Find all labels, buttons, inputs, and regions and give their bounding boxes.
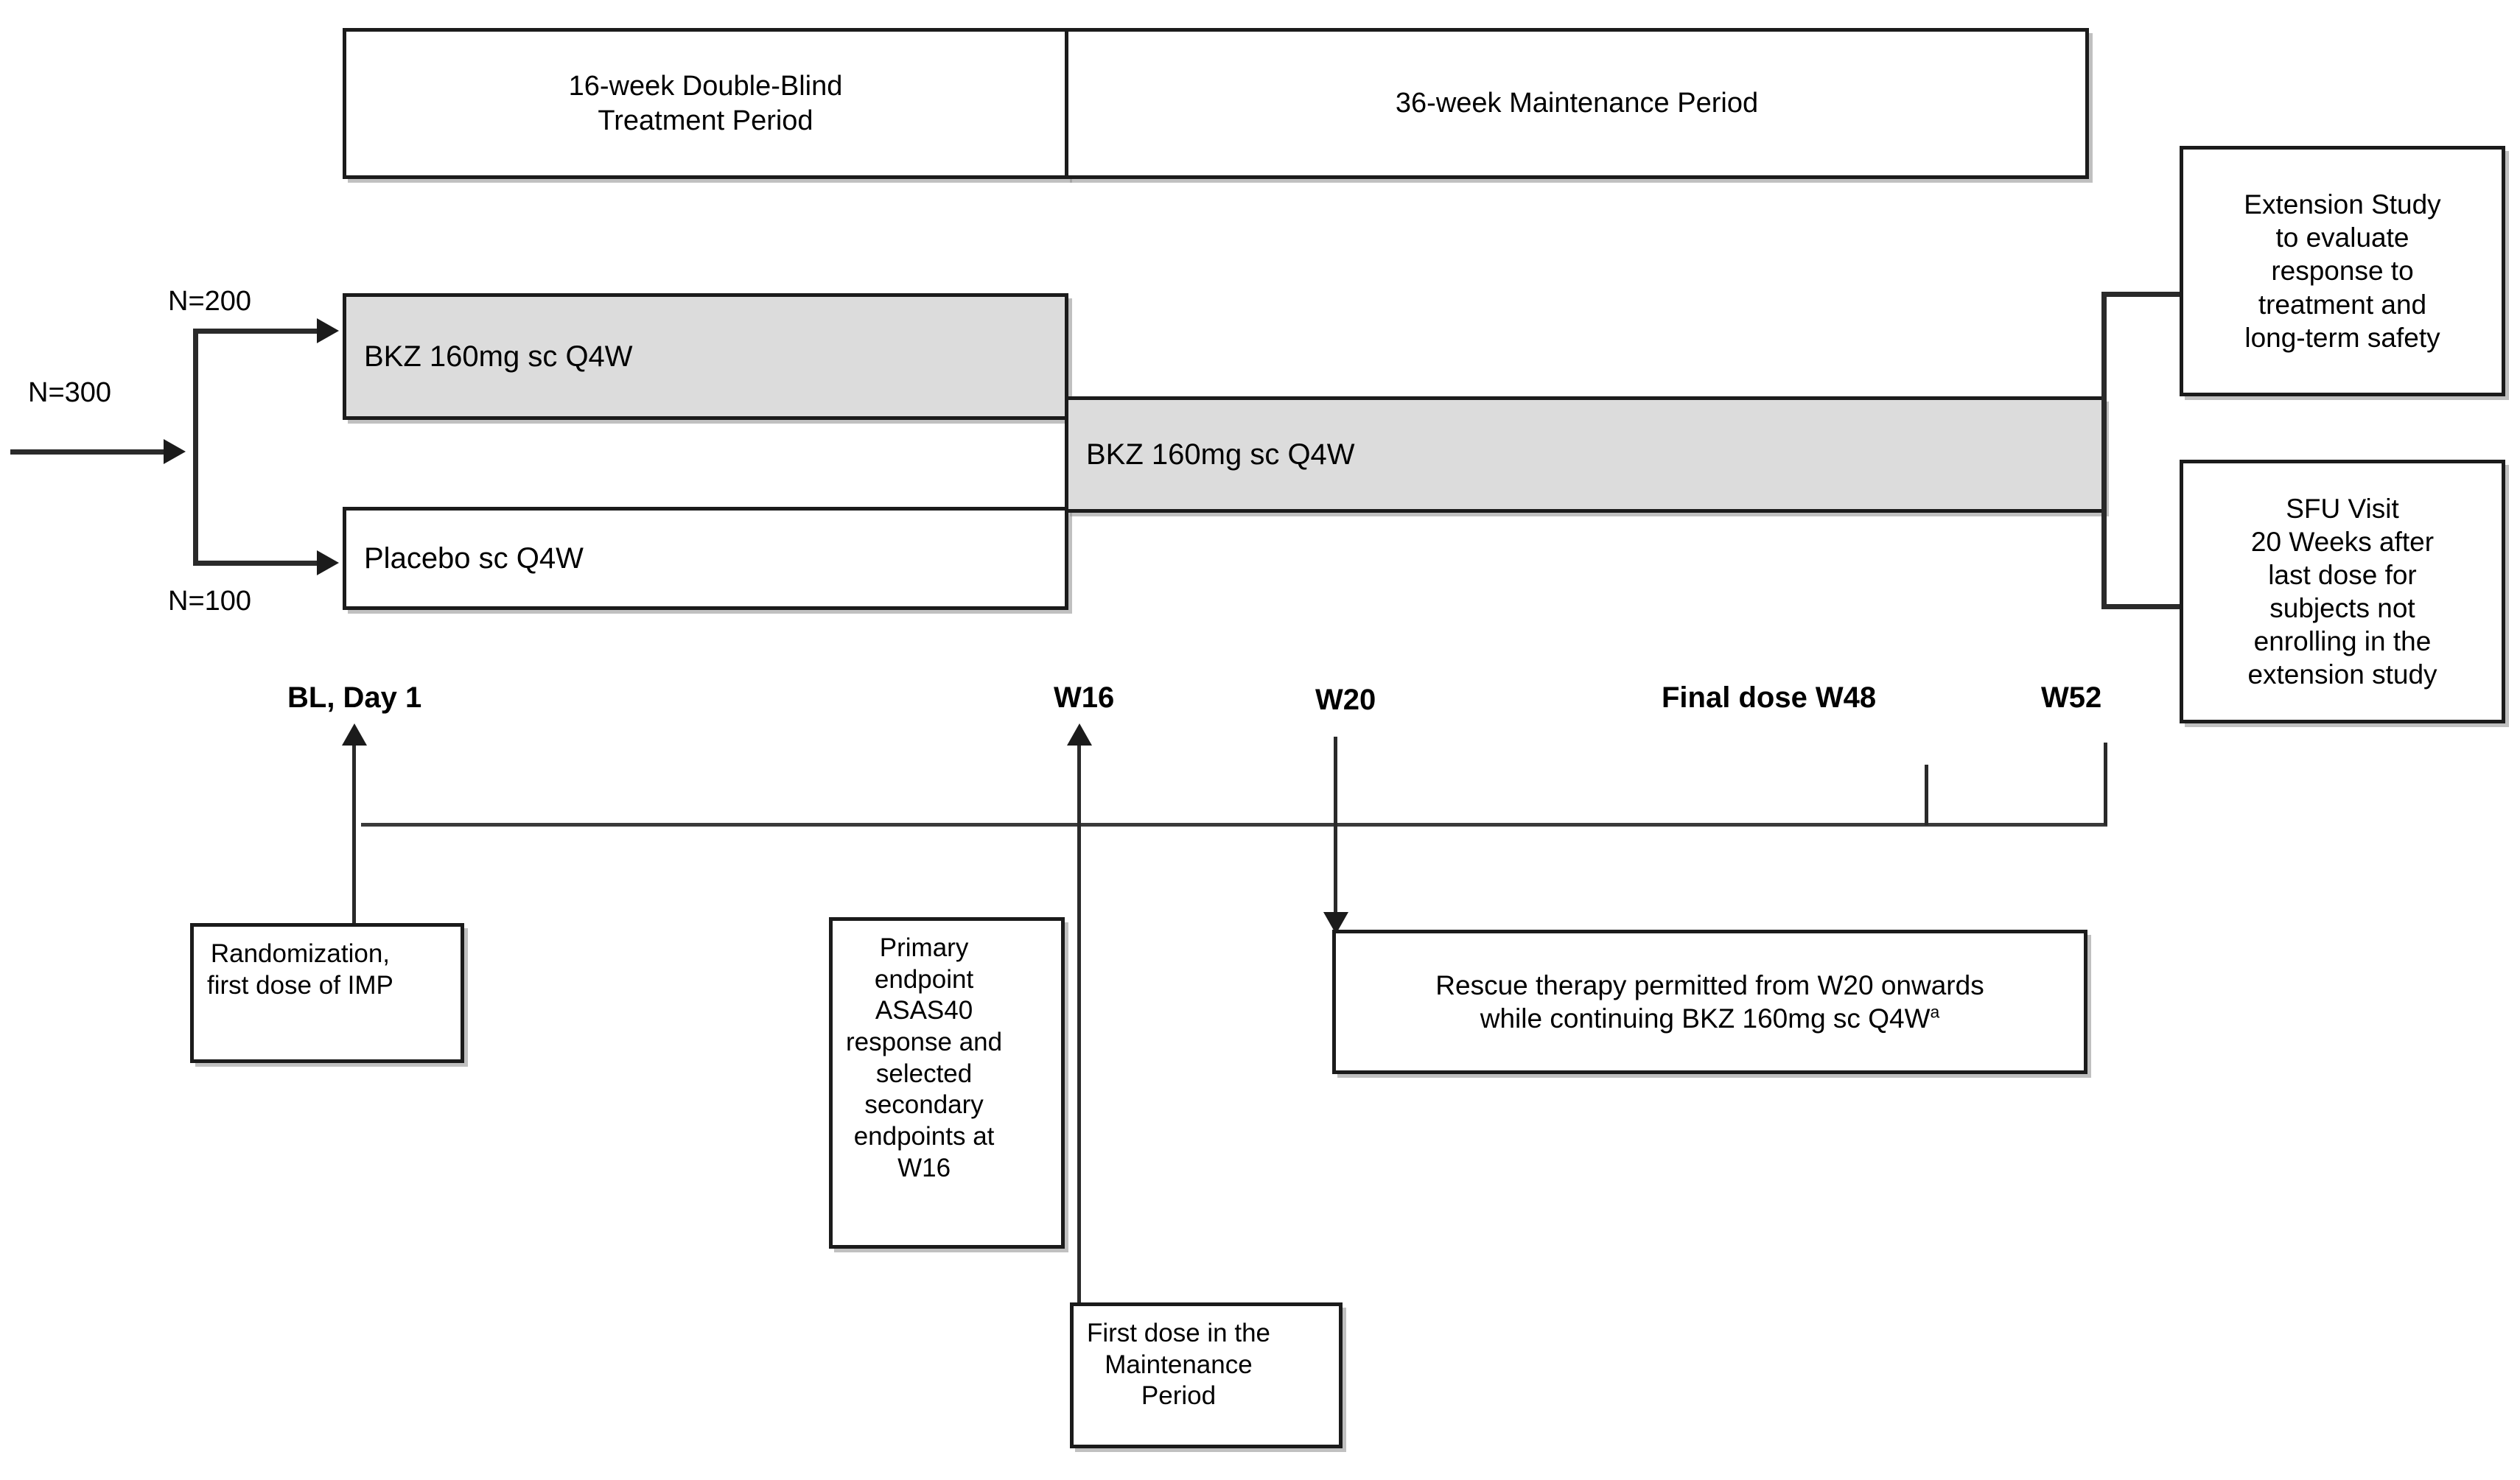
arm-box-bkz-double-blind: BKZ 160mg sc Q4W: [343, 293, 1068, 420]
arm-box-placebo-double-blind: Placebo sc Q4W: [343, 507, 1068, 610]
followup-label-extension-study: Extension Study to evaluate response to …: [2244, 189, 2441, 353]
timeline-arrowhead-w16: [1067, 723, 1092, 746]
timeline-tick-mark-w48: [1925, 765, 1928, 825]
arm-label-bkz-maintenance: BKZ 160mg sc Q4W: [1086, 438, 1355, 471]
period-box-double-blind: 16-week Double-Blind Treatment Period: [343, 28, 1068, 179]
branch-line-placebo: [193, 561, 322, 566]
branch-line-active: [193, 329, 322, 334]
entry-arrowhead: [164, 439, 186, 464]
timeline-tick-mark-w52: [2104, 743, 2107, 825]
callout-label-primary-endpoint: Primary endpoint ASAS40 response and sel…: [846, 933, 1003, 1182]
callout-label-rescue-therapy: Rescue therapy permitted from W20 onward…: [1435, 969, 1984, 1035]
enrollment-total-label: N=300: [28, 377, 112, 408]
enrollment-active-label: N=200: [168, 286, 252, 317]
followup-box-sfu-visit: SFU Visit 20 Weeks after last dose for s…: [2180, 460, 2505, 723]
timeline-connector-baseline: [352, 743, 356, 927]
timeline-axis: [361, 823, 2107, 827]
arm-label-bkz-double-blind: BKZ 160mg sc Q4W: [364, 340, 633, 373]
timeline-arrowhead-baseline: [342, 723, 367, 746]
enrollment-placebo-label: N=100: [168, 586, 252, 617]
callout-rescue-text: Rescue therapy permitted from W20 onward…: [1435, 969, 1984, 1034]
callout-label-randomization: Randomization, first dose of IMP: [207, 939, 393, 1000]
callout-box-rescue-therapy: Rescue therapy permitted from W20 onward…: [1332, 930, 2087, 1074]
timeline-tick-label-w52: W52: [2041, 681, 2102, 714]
callout-box-first-maintenance-dose: First dose in the Maintenance Period: [1070, 1302, 1343, 1448]
timeline-tick-label-w16: W16: [1054, 681, 1115, 714]
arm-label-placebo-double-blind: Placebo sc Q4W: [364, 541, 584, 575]
period-label-maintenance: 36-week Maintenance Period: [1395, 88, 1759, 119]
followup-bracket-arm-extension: [2101, 292, 2183, 297]
timeline-connector-w16: [1077, 743, 1081, 1321]
timeline-connector-w20: [1334, 737, 1337, 917]
followup-bracket-arm-sfu: [2101, 604, 2183, 609]
callout-box-randomization: Randomization, first dose of IMP: [190, 923, 464, 1063]
callout-rescue-footnote-marker: a: [1930, 1002, 1940, 1022]
period-box-maintenance: 36-week Maintenance Period: [1065, 28, 2089, 179]
arm-box-bkz-maintenance: BKZ 160mg sc Q4W: [1065, 396, 2105, 513]
followup-label-sfu-visit: SFU Visit 20 Weeks after last dose for s…: [2247, 493, 2437, 690]
branch-arrowhead-active: [317, 318, 339, 343]
split-vertical-line: [193, 329, 198, 566]
followup-bracket-vertical: [2101, 292, 2107, 609]
period-label-double-blind: 16-week Double-Blind Treatment Period: [568, 71, 843, 136]
timeline-tick-label-w20: W20: [1315, 684, 1376, 716]
callout-box-primary-endpoint: Primary endpoint ASAS40 response and sel…: [829, 917, 1065, 1249]
branch-arrowhead-placebo: [317, 550, 339, 575]
callout-label-first-maintenance-dose: First dose in the Maintenance Period: [1087, 1319, 1270, 1411]
timeline-tick-label-w48: Final dose W48: [1662, 681, 1877, 714]
timeline-tick-label-baseline: BL, Day 1: [287, 681, 422, 714]
entry-line: [10, 449, 169, 455]
followup-box-extension-study: Extension Study to evaluate response to …: [2180, 146, 2505, 396]
